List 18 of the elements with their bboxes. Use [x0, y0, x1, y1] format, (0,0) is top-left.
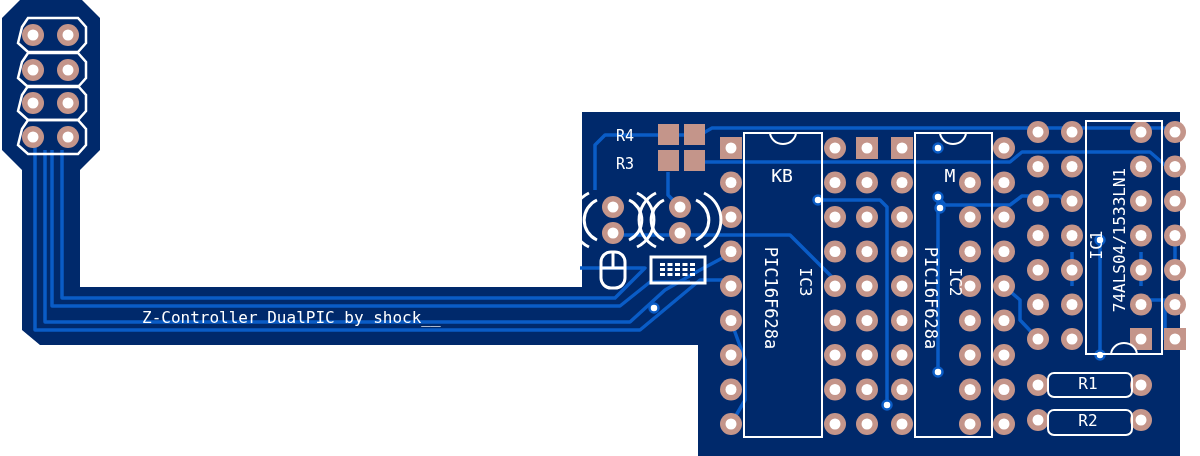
chip-outline [914, 132, 993, 438]
component-label: PIC16F628a [921, 246, 939, 350]
board-title: Z-Controller DualPIC by shock__ [142, 310, 441, 326]
chip-outline [1085, 120, 1163, 355]
resistor-outline [1047, 409, 1133, 436]
resistor-outline [1047, 372, 1133, 398]
component-label: R3 [616, 157, 635, 172]
component-label: IC2 [947, 267, 963, 297]
component-label: KB [771, 167, 793, 185]
component-label: IC1 [1089, 230, 1105, 260]
component-label: R1 [1078, 376, 1098, 392]
chip-outline [743, 132, 823, 438]
component-label: M [944, 167, 956, 185]
component-label: IC3 [797, 267, 813, 297]
component-label: PIC16F628a [761, 246, 779, 350]
component-label: R4 [616, 129, 635, 144]
component-label: 74ALS04/1533LN1 [1112, 167, 1128, 313]
component-label: R2 [1078, 413, 1098, 429]
